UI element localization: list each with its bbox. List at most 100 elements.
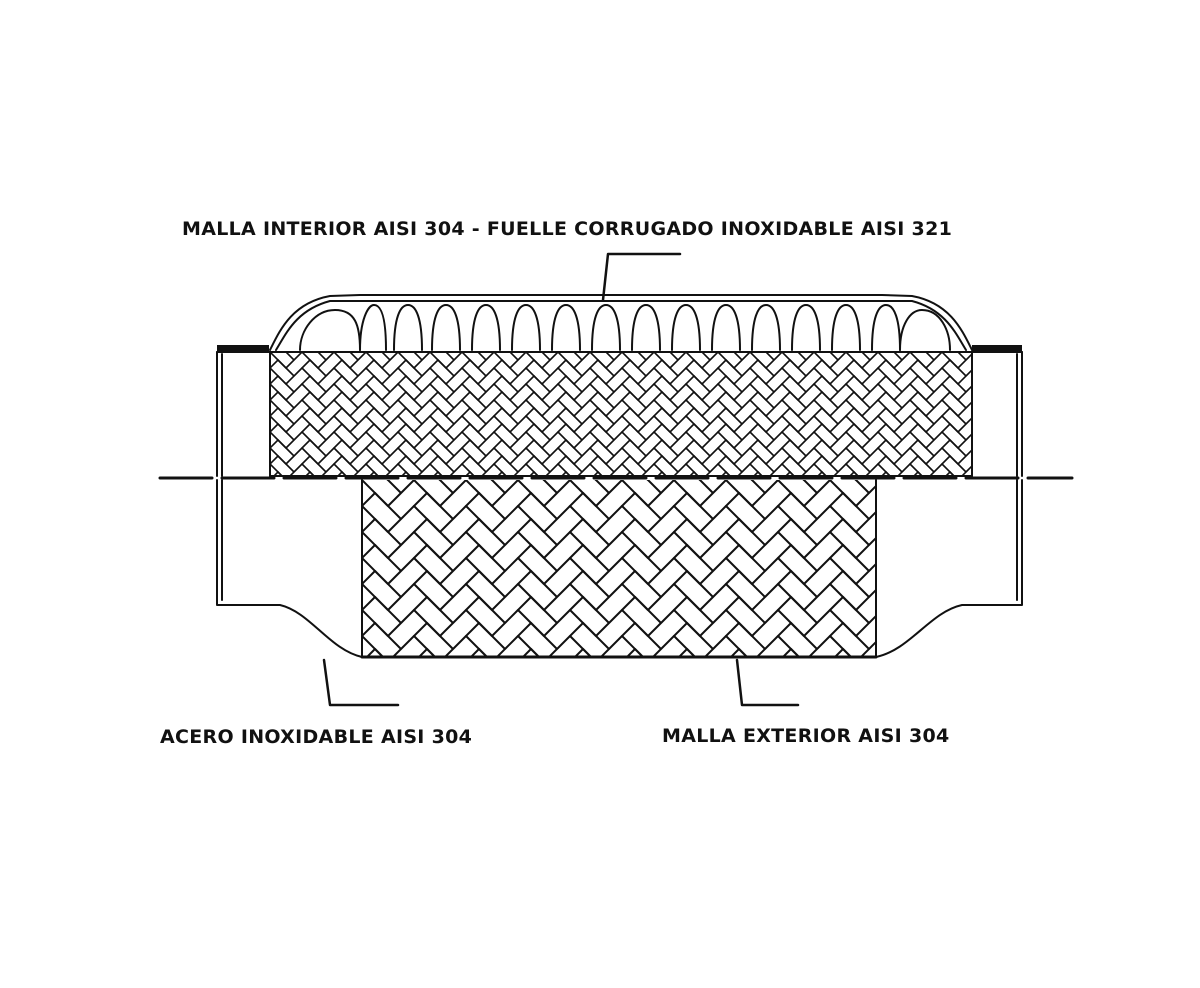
braid-strand (673, 480, 728, 507)
braid-strand (604, 352, 608, 353)
braid-strand (270, 352, 304, 369)
braid-strand (693, 471, 727, 476)
right-end-fitting-upper (971, 351, 1023, 477)
braid-strand (270, 439, 279, 450)
braid-strand (796, 352, 800, 353)
braid-strand (941, 455, 972, 476)
label-outer-mesh: MALLA EXTERIOR AISI 304 (662, 725, 950, 747)
braid-strand (373, 471, 407, 476)
braid-strand (882, 467, 947, 506)
braid-strand (845, 352, 880, 369)
braid-strand (860, 352, 864, 353)
braid-strand (569, 480, 624, 507)
braid-strand (909, 352, 944, 369)
braid-strand (362, 518, 376, 534)
braid-strand (882, 649, 947, 688)
braid-strand (700, 352, 704, 353)
braid-strand (974, 408, 1014, 432)
leader-line-bottom-left (322, 658, 400, 707)
leader-line-bottom-right (735, 658, 800, 707)
braid-strand (270, 391, 279, 402)
inner-mesh-braid (270, 352, 1014, 480)
braid-strand (882, 571, 947, 610)
braid-strand (476, 352, 480, 353)
braid-strand (437, 471, 471, 476)
braid-strand (333, 352, 368, 369)
braid-strand (301, 352, 336, 369)
braid-strand (949, 471, 956, 476)
braid-strand (362, 622, 376, 638)
braid-strand (634, 648, 688, 657)
braid-strand (974, 440, 1014, 464)
braid-strand (277, 471, 311, 476)
braid-strand (362, 570, 376, 586)
braid-strand (661, 471, 695, 476)
braid-strand (764, 352, 768, 353)
right-collar-band (972, 345, 1022, 352)
braid-strand (426, 648, 480, 657)
leader-line-top (601, 252, 682, 302)
braid-strand (469, 471, 503, 476)
braid-strand (582, 648, 636, 657)
braid-strand (882, 545, 947, 584)
braid-strand (892, 352, 896, 353)
braid-strand (270, 455, 279, 466)
braid-strand (270, 375, 279, 386)
braid-strand (589, 352, 624, 369)
braid-strand (374, 648, 428, 657)
braid-strand (444, 352, 448, 353)
braid-strand (686, 648, 740, 657)
braid-strand (790, 648, 844, 657)
inner-mesh-frame (269, 351, 973, 477)
braid-strand (917, 471, 951, 476)
braid-strand (272, 471, 279, 476)
braid-strand (974, 376, 1014, 400)
braid-strand (974, 360, 1014, 384)
braid-strand (853, 471, 887, 476)
braid-strand (530, 648, 584, 657)
braid-strand (270, 359, 279, 370)
outer-mesh-braid (362, 467, 947, 688)
braid-strand (461, 352, 496, 369)
braid-strand (725, 471, 759, 476)
braid-strand (974, 424, 1014, 448)
braid-strand (270, 423, 279, 434)
braid-strand (565, 471, 599, 476)
braid-strand (877, 352, 912, 369)
braid-strand (882, 623, 947, 662)
braid-strand (362, 492, 376, 508)
braid-strand (885, 471, 919, 476)
outer-housing-lower (216, 479, 1023, 658)
label-inner-mesh-bellows: MALLA INTERIOR AISI 304 - FUELLE CORRUGA… (182, 218, 953, 240)
left-end-fitting-upper (216, 351, 271, 477)
braid-strand (882, 519, 947, 558)
braid-strand (540, 352, 544, 353)
braid-strand (533, 471, 567, 476)
braid-strand (842, 648, 853, 657)
braid-strand (348, 352, 352, 353)
braid-strand (362, 544, 376, 560)
braid-strand (749, 352, 784, 369)
braid-strand (478, 648, 532, 657)
braid-strand (974, 456, 1014, 480)
braid-strand (821, 471, 855, 476)
braid-strand (501, 471, 535, 476)
braid-strand (309, 471, 343, 476)
braid-strand (429, 352, 464, 369)
braid-strand (362, 596, 376, 612)
braid-strand (924, 352, 928, 353)
braid-strand (629, 471, 663, 476)
braid-strand (882, 493, 947, 532)
braid-strand (517, 480, 572, 507)
braid-strand (270, 407, 279, 418)
braid-strand (525, 352, 560, 369)
braid-strand (316, 352, 320, 353)
left-collar-band (217, 345, 269, 352)
braid-strand (685, 352, 720, 369)
braid-strand (465, 480, 520, 507)
braid-strand (405, 471, 439, 476)
braid-strand (597, 471, 631, 476)
braid-strand (341, 471, 375, 476)
braid-strand (738, 648, 792, 657)
